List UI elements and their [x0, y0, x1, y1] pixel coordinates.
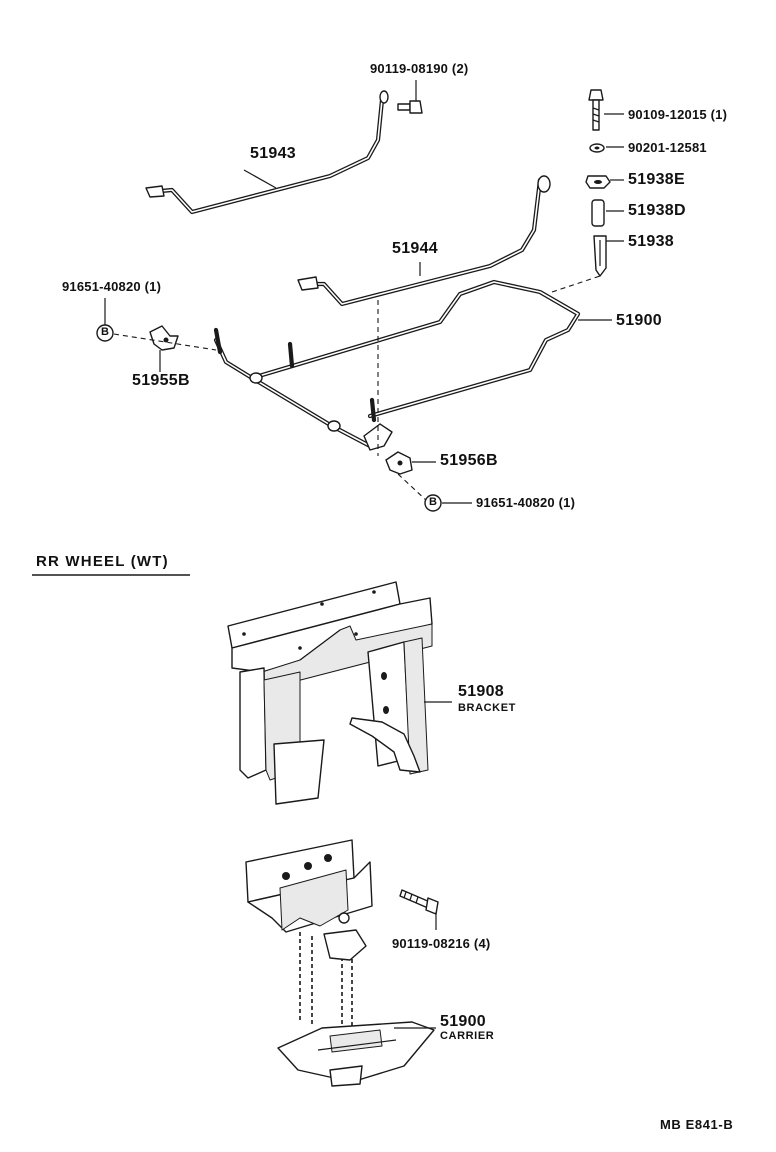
label-part-51938E: 51938E: [628, 171, 685, 188]
label-part-51938: 51938: [628, 233, 674, 250]
bracket-51908: [227, 581, 433, 805]
label-part-51908-name: BRACKET: [458, 702, 516, 714]
label-part-51908: 51908: [458, 683, 504, 700]
rod-51943: [145, 90, 389, 215]
nut-51938E: [585, 175, 611, 189]
clip-51956B: [385, 451, 413, 475]
section-title: RR WHEEL (WT): [36, 553, 169, 570]
label-clip-91651-40820-left: 91651-40820 (1): [62, 279, 162, 294]
label-part-51956B: 51956B: [440, 452, 498, 469]
collar-51938D: [591, 199, 605, 227]
washer-90201-12581: [589, 143, 605, 153]
hook-51938: [593, 235, 607, 277]
label-part-51900-lower-name: CARRIER: [440, 1030, 495, 1042]
bolt-90109-12015: [588, 89, 604, 131]
label-part-51955B: 51955B: [132, 372, 190, 389]
clip-symbol-right-letter: B: [429, 496, 437, 508]
label-bolt-90119-08190: 90119-08190 (2): [370, 61, 469, 76]
clip-51955B: [149, 325, 179, 351]
label-clip-91651-40820-right: 91651-40820 (1): [476, 495, 576, 510]
dash-line-right: [551, 275, 601, 293]
label-part-51943: 51943: [250, 145, 296, 162]
dash-line-lower: [397, 473, 429, 503]
clip-symbol-left-letter: B: [101, 326, 109, 338]
label-bolt-90119-08216: 90119-08216 (4): [392, 936, 491, 951]
label-part-51900-lower: 51900: [440, 1013, 486, 1030]
frame-51900: [213, 279, 581, 451]
bolt-90119-08190: [397, 80, 423, 114]
drawing-code: MB E841-B: [660, 1117, 734, 1132]
label-bolt-90109-12015: 90109-12015 (1): [628, 107, 728, 122]
label-part-51944: 51944: [392, 240, 438, 257]
label-part-51938D: 51938D: [628, 202, 686, 219]
label-washer-90201-12581: 90201-12581: [628, 140, 707, 155]
bolt-90119-08216: [399, 889, 439, 915]
clip-symbol-right: [424, 494, 442, 512]
rod-51944: [297, 175, 551, 307]
carrier-51900: [245, 839, 435, 1087]
label-part-51900-upper: 51900: [616, 312, 662, 329]
